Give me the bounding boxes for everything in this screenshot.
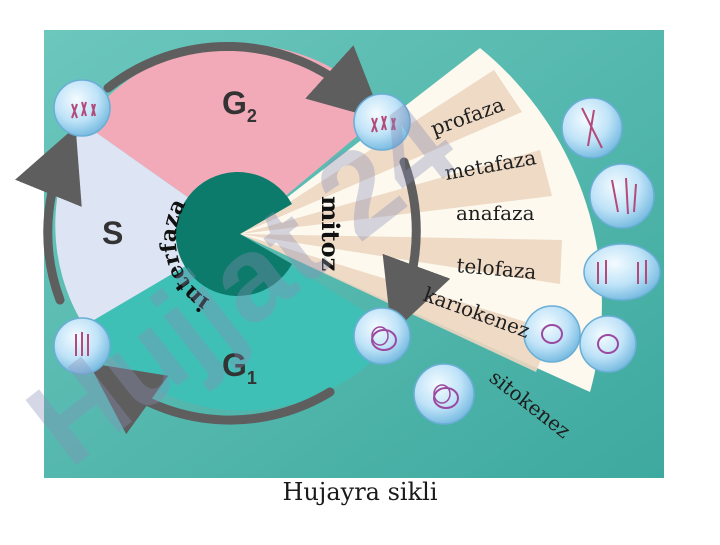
cycle-arrow-bottom — [88, 363, 335, 435]
cell-sitokenez — [413, 363, 475, 425]
diagram-caption: Hujayra sikli — [282, 478, 438, 506]
cell-bottom-left — [53, 317, 111, 375]
phase-anafaza: anafaza — [456, 201, 535, 225]
cycle-arrow-right — [382, 157, 451, 334]
interphase-center — [175, 171, 292, 296]
label-s: S — [102, 215, 123, 251]
sector-s — [55, 124, 241, 326]
cell-top-left — [53, 79, 111, 137]
cycle-arrow-top — [103, 42, 383, 121]
label-g1: G1 — [222, 347, 257, 388]
cell-anafaza — [583, 243, 661, 301]
cell-profaza — [561, 97, 623, 159]
label-mitoz: mitoz — [316, 196, 345, 271]
cell-bottom-right — [353, 307, 411, 365]
cell-top-right — [353, 93, 411, 151]
label-g2: G2 — [222, 85, 257, 126]
cycle-arrow-left — [15, 126, 82, 305]
cell-kariokenez — [523, 305, 637, 373]
cell-metafaza — [589, 163, 655, 229]
